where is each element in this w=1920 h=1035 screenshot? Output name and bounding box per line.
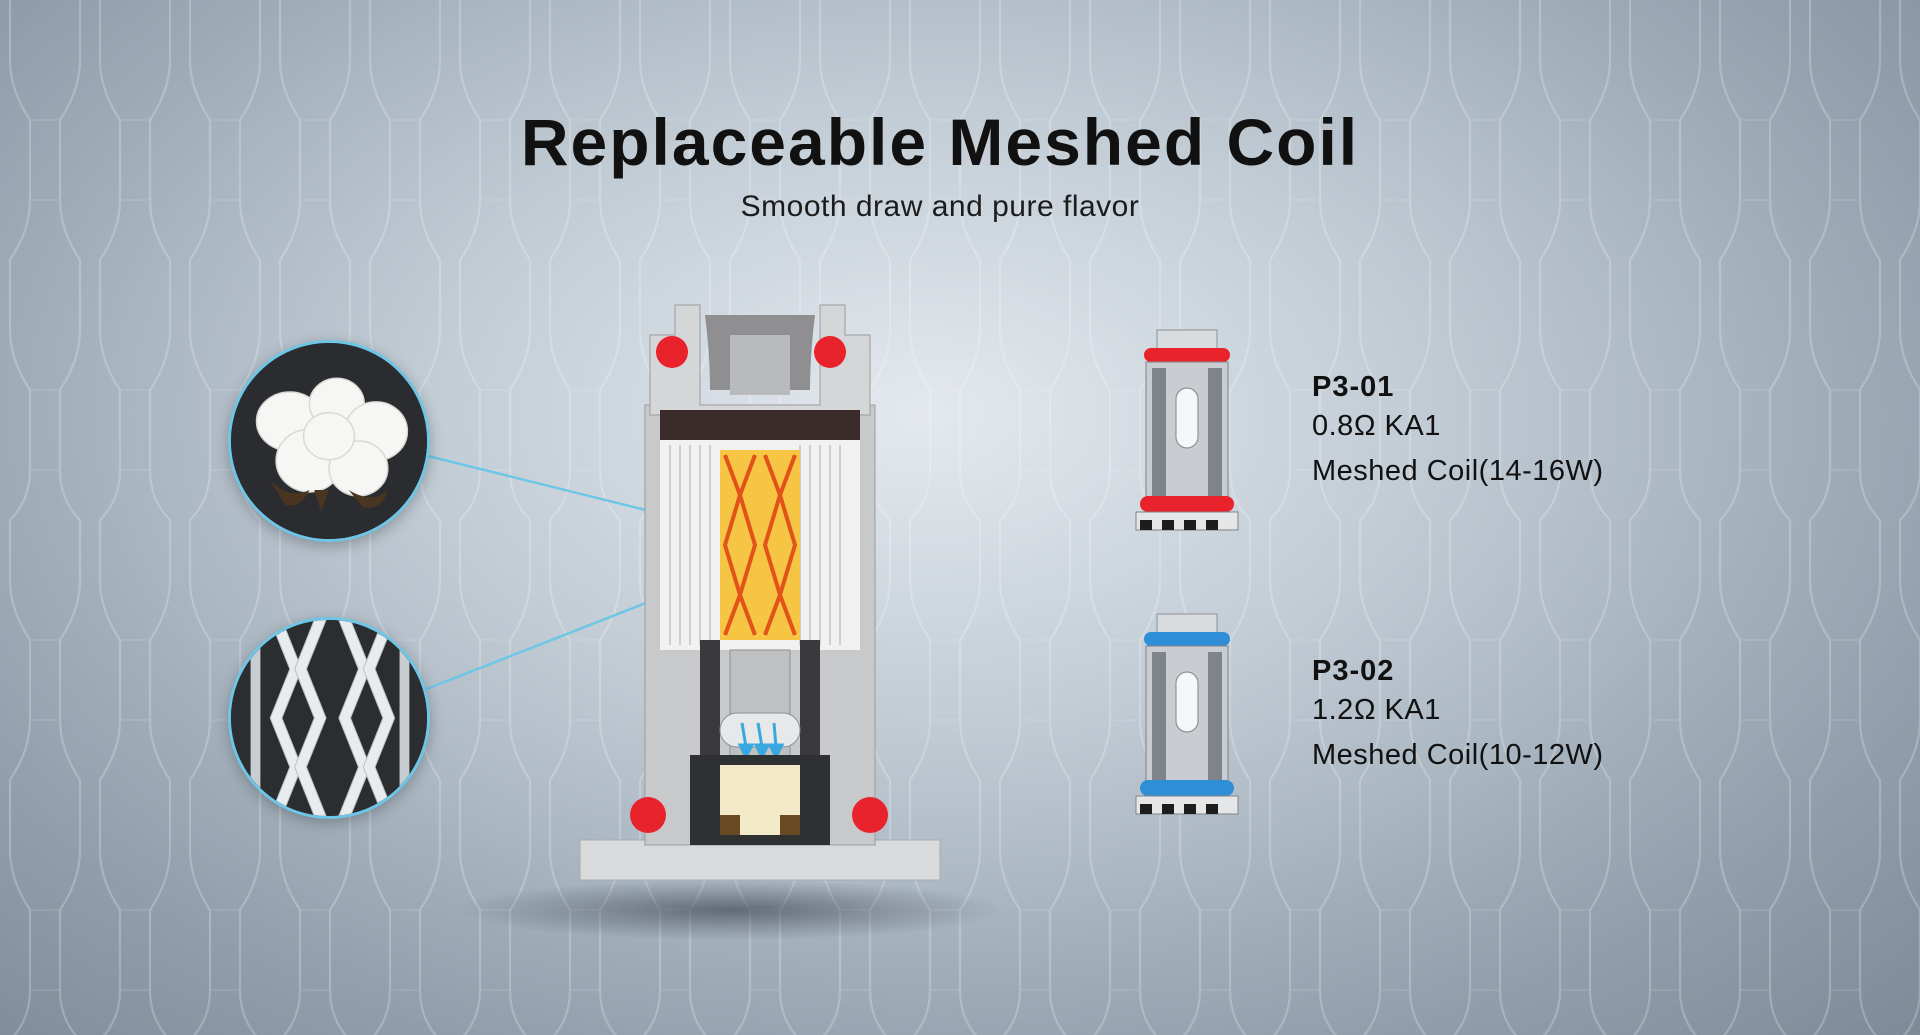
coil-model: P3-01 — [1312, 371, 1395, 403]
coil-model: P3-02 — [1312, 655, 1395, 687]
page-subtitle: Smooth draw and pure flavor — [740, 190, 1140, 223]
coil-spec-p3-02: P3-02 1.2Ω KA1 Meshed Coil(10-12W) — [1312, 654, 1604, 778]
cotton-icon — [231, 343, 427, 539]
coil-resistance: 0.8Ω KA1 — [1312, 410, 1441, 442]
mesh-icon — [231, 620, 427, 816]
coil-resistance: 1.2Ω KA1 — [1312, 694, 1441, 726]
product-shadow — [460, 880, 1000, 940]
cotton-zoom-circle — [228, 340, 430, 542]
coil-description: Meshed Coil(10-12W) — [1312, 739, 1604, 771]
coil-cutaway-illustration — [579, 304, 941, 881]
mesh-zoom-circle — [228, 617, 430, 819]
page-title: Replaceable Meshed Coil — [520, 105, 1360, 179]
coil-description: Meshed Coil(14-16W) — [1312, 455, 1604, 487]
coil-p3-01-image — [1135, 329, 1239, 531]
coil-p3-02-image — [1135, 613, 1239, 815]
coil-spec-p3-01: P3-01 0.8Ω KA1 Meshed Coil(14-16W) — [1312, 370, 1604, 494]
